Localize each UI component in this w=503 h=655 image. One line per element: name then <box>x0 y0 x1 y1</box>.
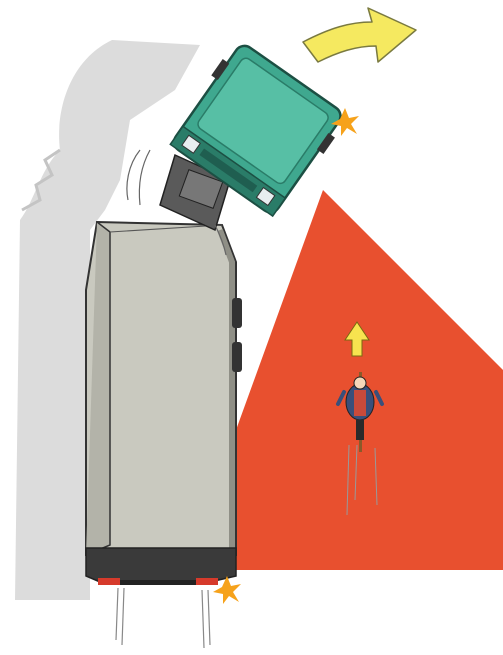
tire-tracks <box>116 588 210 648</box>
trailer <box>86 222 242 585</box>
turn-arrow-icon <box>303 8 416 62</box>
blind-spot-zone <box>232 190 503 570</box>
